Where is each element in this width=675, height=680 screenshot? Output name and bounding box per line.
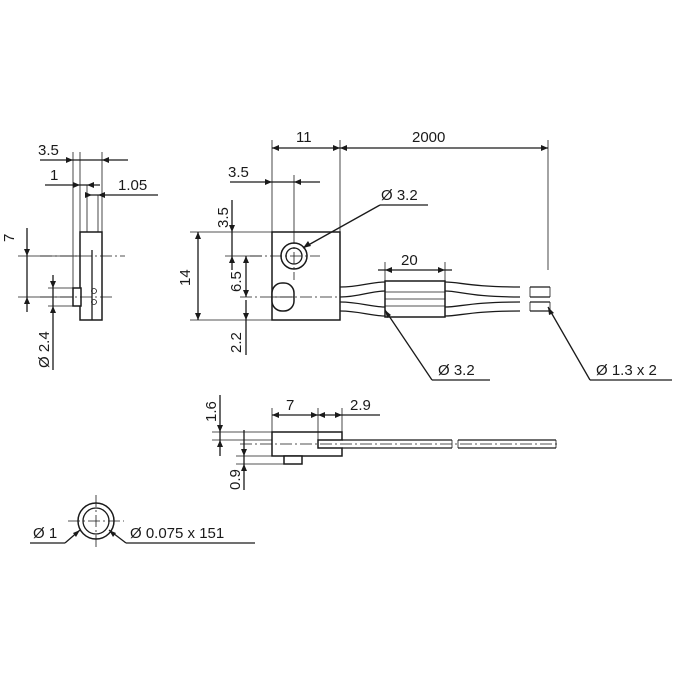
dim-arrow xyxy=(272,412,342,418)
leader-arrow xyxy=(303,241,311,248)
dim-label-hole-diameter: Ø 3.2 xyxy=(381,187,418,204)
top-view: 7 2.9 1.6 0.9 xyxy=(203,395,560,490)
dim-label-core: Ø 0.075 x 151 xyxy=(130,525,224,542)
leader-line xyxy=(384,309,433,381)
leader-line xyxy=(302,204,381,249)
dim-label-hole-offset: 3.5 xyxy=(228,164,249,181)
dim-label-sleeve-length: 20 xyxy=(401,252,418,269)
dim-label-offset: 1 xyxy=(50,167,58,184)
dim-label-outer-diameter: Ø 1 xyxy=(33,525,57,542)
dim-arrow xyxy=(50,281,56,313)
dim-label-fiber-diameter: Ø 1.3 x 2 xyxy=(596,362,657,379)
side-view-lens-dot-lower xyxy=(91,299,97,305)
dim-label-cable-length: 2000 xyxy=(412,129,445,146)
dim-arrow xyxy=(217,425,223,447)
dim-arrow xyxy=(73,182,94,188)
dim-label-lens-to-bottom: 2.2 xyxy=(228,332,245,353)
dim-label-hole-to-top: 3.5 xyxy=(215,207,232,228)
fiber-cable-end xyxy=(530,286,550,312)
dim-arrow xyxy=(241,449,247,471)
leader-arrow xyxy=(73,530,80,537)
cross-section-view: Ø 1 Ø 0.075 x 151 xyxy=(30,495,255,550)
dim-label-top-length: 7 xyxy=(286,397,294,414)
dim-label-body-height: 14 xyxy=(177,269,194,286)
side-view-lens-dot-upper xyxy=(91,288,97,294)
side-view-body xyxy=(79,231,103,321)
dim-label-sleeve-diameter: Ø 3.2 xyxy=(438,362,475,379)
front-view: 11 2000 3.5 Ø 3.2 3.5 14 6.5 2.2 xyxy=(177,129,672,381)
top-view-lens-nub xyxy=(283,455,303,465)
dim-label-lens-diameter: Ø 2.4 xyxy=(36,331,53,368)
dim-arrow xyxy=(385,267,445,273)
dim-arrow xyxy=(85,192,105,198)
dim-label-width-total: 3.5 xyxy=(38,142,59,159)
dim-arrow xyxy=(243,313,249,320)
dim-label-top-thickness: 1.6 xyxy=(203,401,220,422)
dim-label-lens-protrusion: 0.9 xyxy=(227,469,244,490)
leader-arrow xyxy=(109,530,116,537)
leader-arrow xyxy=(385,310,391,318)
dim-label-top-step: 2.9 xyxy=(350,397,371,414)
leader-line xyxy=(547,306,591,381)
dim-label-height-to-axis: 7 xyxy=(1,234,18,242)
dim-label-thickness: 1.05 xyxy=(118,177,147,194)
leader-arrow xyxy=(548,307,554,315)
side-view: 3.5 1 1.05 7 Ø 2.4 xyxy=(1,142,158,370)
dim-label-lens-to-hole: 6.5 xyxy=(228,271,245,292)
dim-label-body-length: 11 xyxy=(296,129,312,146)
